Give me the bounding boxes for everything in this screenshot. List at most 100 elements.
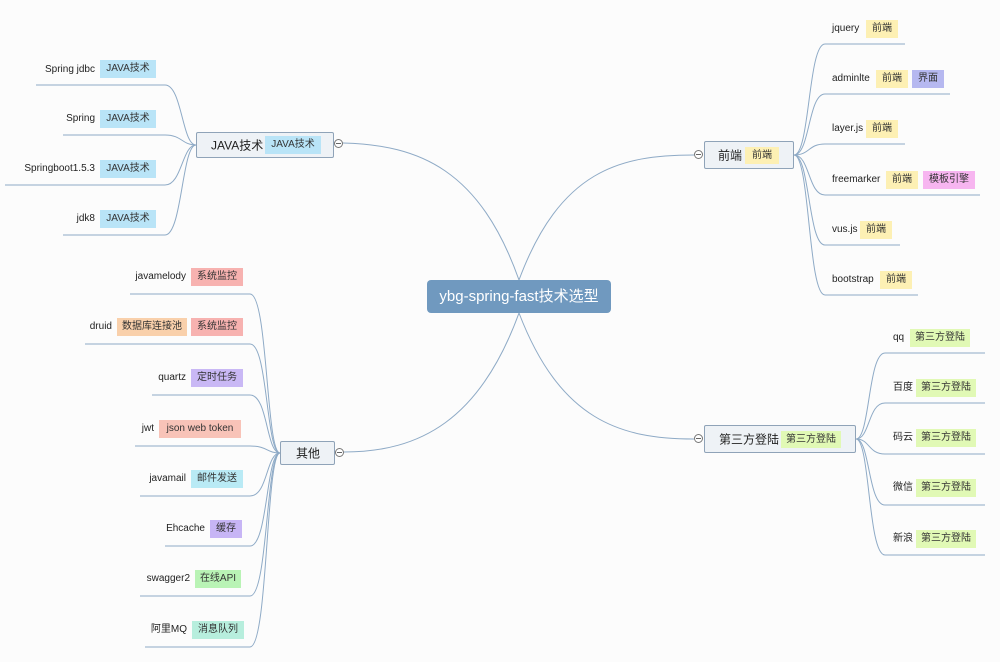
leaf-frontend-3[interactable]: freemarker (832, 173, 880, 187)
leaf-other-3[interactable]: jwt (0, 422, 154, 436)
leaf-frontend-0-label: jquery (832, 23, 860, 34)
leaf-other-5-tag-0: 缓存 (210, 520, 242, 538)
link-java-child (63, 134, 197, 146)
link-other-child (152, 394, 281, 454)
leaf-other-5-label: Ehcache (166, 523, 205, 534)
collapse-other-toggle[interactable] (335, 448, 344, 457)
leaf-other-7-tag-0: 消息队列 (192, 621, 244, 639)
leaf-frontend-4-tag-0: 前端 (860, 221, 892, 239)
leaf-other-6-tag-0: 在线API (195, 570, 241, 588)
leaf-thirdparty-4-label: 新浪 (893, 533, 913, 544)
branch-java-label: JAVA技术 (211, 138, 264, 153)
leaf-thirdparty-3-tag-0: 第三方登陆 (916, 479, 976, 497)
link-other-child (145, 452, 281, 648)
link-central-other (343, 312, 520, 453)
leaf-other-5[interactable]: Ehcache (0, 522, 205, 536)
leaf-thirdparty-1[interactable]: 百度 (893, 381, 913, 395)
link-other-child (130, 293, 281, 454)
leaf-other-6[interactable]: swagger2 (0, 572, 190, 586)
leaf-frontend-5[interactable]: bootstrap (832, 273, 874, 287)
link-central-thirdparty (518, 312, 695, 440)
leaf-other-2-tag-0: 定时任务 (191, 369, 243, 387)
collapse-java-toggle[interactable] (334, 139, 343, 148)
branch-thirdparty[interactable]: 第三方登陆 第三方登陆 (704, 425, 856, 453)
link-java-child (63, 144, 197, 236)
link-frontend-child (793, 154, 918, 296)
leaf-other-7[interactable]: 阿里MQ (0, 623, 187, 637)
link-thirdparty-child (855, 438, 985, 455)
leaf-frontend-3-tag-0: 前端 (886, 171, 918, 189)
link-other-child (135, 445, 281, 454)
leaf-thirdparty-4[interactable]: 新浪 (893, 532, 913, 546)
link-other-child (140, 452, 281, 497)
link-frontend-child (793, 43, 905, 156)
leaf-thirdparty-0-label: qq (893, 332, 905, 343)
leaf-java-3-tag-0: JAVA技术 (100, 210, 156, 228)
leaf-frontend-1-label: adminlte (832, 73, 870, 84)
leaf-java-0-label: Spring jdbc (44, 64, 95, 75)
leaf-frontend-0-tag-0: 前端 (866, 20, 898, 38)
central-topic-label: ybg-spring-fast技术选型 (439, 288, 599, 305)
leaf-thirdparty-2-tag-0: 第三方登陆 (916, 429, 976, 447)
collapse-frontend-toggle[interactable] (694, 150, 703, 159)
link-frontend-child (793, 154, 900, 246)
leaf-other-1-tag-1: 系统监控 (191, 318, 243, 336)
leaf-other-7-label: 阿里MQ (150, 624, 187, 635)
central-topic[interactable]: ybg-spring-fast技术选型 (427, 280, 611, 313)
link-thirdparty-child (855, 402, 985, 440)
branch-frontend-label: 前端 (718, 148, 743, 163)
leaf-thirdparty-0-tag-0: 第三方登陆 (910, 329, 970, 347)
link-java-child (36, 84, 197, 146)
leaf-java-2-label: Springboot1.5.3 (24, 163, 95, 174)
branch-java[interactable]: JAVA技术 JAVA技术 (196, 132, 334, 158)
branch-thirdparty-tag: 第三方登陆 (781, 431, 841, 448)
branch-other-label: 其他 (296, 446, 321, 461)
leaf-frontend-4-label: vus.js (832, 224, 858, 235)
leaf-other-2-label: quartz (158, 372, 186, 383)
leaf-other-0-label: javamelody (135, 271, 186, 282)
leaf-java-2[interactable]: Springboot1.5.3 (0, 162, 95, 176)
leaf-frontend-2[interactable]: layer.js (832, 122, 863, 136)
leaf-other-0-tag-0: 系统监控 (191, 268, 243, 286)
leaf-other-6-label: swagger2 (146, 573, 190, 584)
leaf-other-3-label: jwt (141, 423, 154, 434)
leaf-java-2-tag-0: JAVA技术 (100, 160, 156, 178)
leaf-frontend-1[interactable]: adminlte (832, 72, 870, 86)
branch-frontend[interactable]: 前端 前端 (704, 141, 794, 169)
leaf-other-1[interactable]: druid (0, 320, 112, 334)
leaf-other-3-tag-0: json web token (159, 420, 241, 438)
leaf-other-4-tag-0: 邮件发送 (191, 470, 243, 488)
leaf-frontend-4[interactable]: vus.js (832, 223, 858, 237)
leaf-frontend-2-tag-0: 前端 (866, 120, 898, 138)
leaf-thirdparty-4-tag-0: 第三方登陆 (916, 530, 976, 548)
leaf-thirdparty-2[interactable]: 码云 (893, 431, 913, 445)
branch-thirdparty-label: 第三方登陆 (719, 432, 780, 447)
leaf-java-1-label: Spring (66, 113, 95, 124)
leaf-frontend-1-tag-1: 界面 (912, 70, 944, 88)
leaf-thirdparty-1-tag-0: 第三方登陆 (916, 379, 976, 397)
leaf-other-4-label: javamail (149, 473, 186, 484)
collapse-thirdparty-toggle[interactable] (694, 434, 703, 443)
link-frontend-child (793, 143, 905, 156)
leaf-java-3[interactable]: jdk8 (0, 212, 95, 226)
leaf-java-0-tag-0: JAVA技术 (100, 60, 156, 78)
leaf-java-3-label: jdk8 (76, 213, 95, 224)
leaf-other-4[interactable]: javamail (0, 472, 186, 486)
leaf-other-2[interactable]: quartz (0, 371, 186, 385)
branch-frontend-tag: 前端 (745, 147, 779, 164)
leaf-frontend-3-tag-1: 模板引擎 (923, 171, 975, 189)
link-java-child (5, 144, 197, 186)
leaf-other-1-label: druid (89, 321, 112, 332)
link-other-child (140, 452, 281, 597)
leaf-java-1[interactable]: Spring (0, 112, 95, 126)
leaf-frontend-0[interactable]: jquery (832, 22, 859, 36)
leaf-java-0[interactable]: Spring jdbc (0, 63, 95, 77)
link-other-child (85, 343, 281, 454)
leaf-frontend-3-label: freemarker (832, 174, 881, 185)
branch-other[interactable]: 其他 (280, 441, 335, 465)
leaf-thirdparty-0[interactable]: qq (893, 331, 904, 345)
leaf-frontend-5-label: bootstrap (832, 274, 874, 285)
leaf-other-0[interactable]: javamelody (0, 270, 186, 284)
leaf-thirdparty-3[interactable]: 微信 (893, 481, 913, 495)
